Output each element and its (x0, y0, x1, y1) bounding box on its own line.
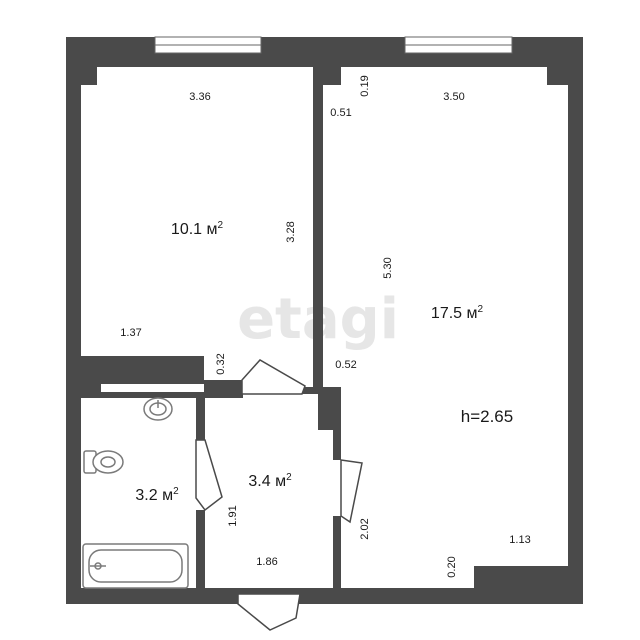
fixtures (82, 397, 189, 589)
dim-hall-width: 1.86 (256, 556, 277, 568)
toilet-icon (83, 450, 124, 474)
bedroom-door (241, 359, 306, 395)
dim-living-left-offset: 0.51 (330, 107, 351, 119)
bathtub-icon (82, 543, 189, 589)
dim-living-pier: 0.52 (335, 359, 356, 371)
dim-living-depth: 5.30 (382, 257, 394, 278)
room-area-living: 17.5 м2 (431, 304, 484, 322)
dim-living-top-offset: 0.19 (359, 75, 371, 96)
dim-living-width: 3.50 (443, 91, 464, 103)
windows (154, 36, 513, 54)
entrance-door (237, 593, 301, 631)
dim-bedroom-depth: 3.28 (285, 221, 297, 242)
sink-icon (143, 397, 173, 421)
room-area-bedroom: 10.1 м2 (171, 220, 224, 238)
dim-living-lower: 2.02 (359, 518, 371, 539)
ceiling-height: h=2.65 (461, 407, 513, 426)
room-area-bathroom: 3.2 м2 (135, 486, 179, 504)
dim-bedroom-width: 3.36 (189, 91, 210, 103)
dim-living-bottom-ledge: 1.13 (509, 534, 530, 546)
dim-living-bottom-offset: 0.20 (446, 556, 458, 577)
living-door (340, 459, 363, 524)
bathroom-door (195, 439, 223, 512)
doors (195, 359, 363, 631)
dim-bedroom-door-offset: 0.32 (215, 353, 227, 374)
dim-bedroom-ledge: 1.37 (120, 327, 141, 339)
interior-walls (81, 67, 341, 604)
room-area-hallway: 3.4 м2 (248, 472, 292, 490)
dim-hall-depth: 1.91 (227, 505, 239, 526)
